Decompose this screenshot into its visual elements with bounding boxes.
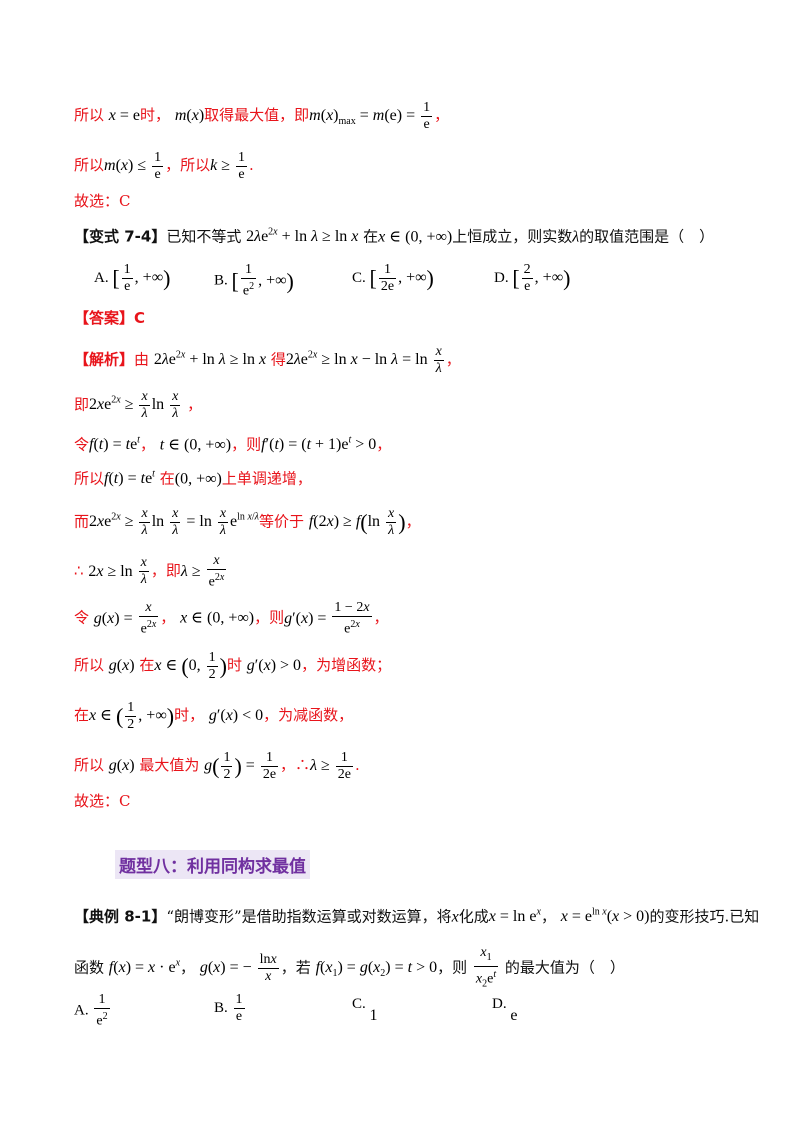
- text: ，为增函数；: [301, 656, 392, 675]
- option-label: C.: [352, 996, 366, 1012]
- text: ，: [139, 435, 155, 454]
- final-choice: 故选：C: [74, 792, 131, 810]
- answer: 【答案】C: [74, 309, 146, 327]
- analysis-line-3: 令f(t) = tet， t ∈ (0, +∞)，则f′(t) = (t + 1…: [74, 435, 392, 454]
- text: ，: [540, 907, 556, 926]
- analysis-line-4: 所以f(t) = tet 在(0, +∞)上单调递增，: [74, 469, 312, 488]
- text: 而: [74, 512, 90, 531]
- text: 即: [74, 395, 90, 414]
- text: 时，: [174, 706, 205, 725]
- text: ，: [373, 608, 389, 627]
- option-label: A.: [74, 1002, 89, 1019]
- text: ，为减函数，: [263, 706, 354, 725]
- option-label: A.: [94, 270, 109, 287]
- text: ，: [434, 106, 450, 125]
- example-label: 【典例 8-1】: [74, 907, 167, 926]
- text: 化成: [458, 907, 489, 926]
- text: 在: [139, 656, 155, 675]
- text: ，则: [254, 608, 285, 627]
- text: 的变形技巧.已知: [649, 907, 760, 926]
- text: 已知不等式: [166, 227, 242, 246]
- text: ，即: [150, 561, 181, 580]
- text: ，: [180, 958, 196, 977]
- text: 所以: [74, 656, 105, 675]
- section-title: 题型八：利用同构求最值: [115, 850, 310, 879]
- text: 上恒成立，则实数: [452, 227, 573, 246]
- text: 时，: [140, 106, 171, 125]
- text: 在: [363, 227, 379, 246]
- text: ，: [405, 512, 421, 531]
- text: ，则: [231, 435, 262, 454]
- text: 时: [226, 656, 242, 675]
- text: ，则: [437, 958, 468, 977]
- option-label: D.: [492, 996, 507, 1012]
- text: 等价于: [259, 512, 305, 531]
- option-label: B.: [214, 1000, 228, 1017]
- text: .: [249, 156, 254, 175]
- text: “朗博变形”是借助指数运算或对数运算，将: [166, 907, 452, 926]
- example-option-c[interactable]: C. 1: [352, 996, 378, 1024]
- text: 令: [74, 608, 90, 627]
- text: 在: [159, 469, 175, 488]
- text: 在: [74, 706, 90, 725]
- text: 由: [134, 350, 150, 369]
- text: ，: [376, 435, 392, 454]
- text: 所以: [74, 756, 105, 775]
- text: ，: [445, 350, 461, 369]
- analysis-line-1: 【解析】由 2λe2x + ln λ ≥ ln x 得2λe2x ≥ ln x …: [74, 344, 461, 377]
- text: 所以: [74, 469, 105, 488]
- text: 得: [270, 350, 286, 369]
- text: ，: [187, 395, 203, 414]
- text: 取得最大值，即: [204, 106, 310, 125]
- example-option-d[interactable]: D. e: [492, 996, 518, 1024]
- text: 的最大值为（ ）: [504, 958, 625, 977]
- text: 函数: [74, 958, 105, 977]
- text: ，若: [280, 958, 311, 977]
- choice-result: 故选：C: [74, 192, 131, 210]
- text: 所以: [74, 106, 105, 125]
- option-label: B.: [214, 272, 228, 289]
- text: ，所以: [165, 156, 211, 175]
- text: 上单调递增，: [221, 469, 312, 488]
- analysis-label: 【解析】: [74, 350, 135, 369]
- text: ，∴: [280, 756, 311, 775]
- line-max-value: 所以 x = e时， m(x)取得最大值，即m(x)max = m(e) = 1…: [74, 100, 450, 132]
- text: .: [355, 756, 360, 775]
- option-label: D.: [494, 270, 509, 287]
- text: 令: [74, 435, 90, 454]
- text: 的取值范围是（ ）: [579, 227, 715, 246]
- text: 最大值为: [139, 756, 200, 775]
- variant-label: 【变式 7-4】: [74, 227, 167, 246]
- variant-question: 【变式 7-4】已知不等式 2λe2x + ln λ ≥ ln x 在x ∈ (…: [74, 227, 715, 246]
- text: ，: [160, 608, 176, 627]
- option-label: C.: [352, 270, 366, 287]
- text: 所以: [74, 156, 105, 175]
- example-line-1: 【典例 8-1】“朗博变形”是借助指数运算或对数运算，将x化成x = ln ex…: [74, 907, 760, 926]
- text: ∴: [74, 561, 84, 580]
